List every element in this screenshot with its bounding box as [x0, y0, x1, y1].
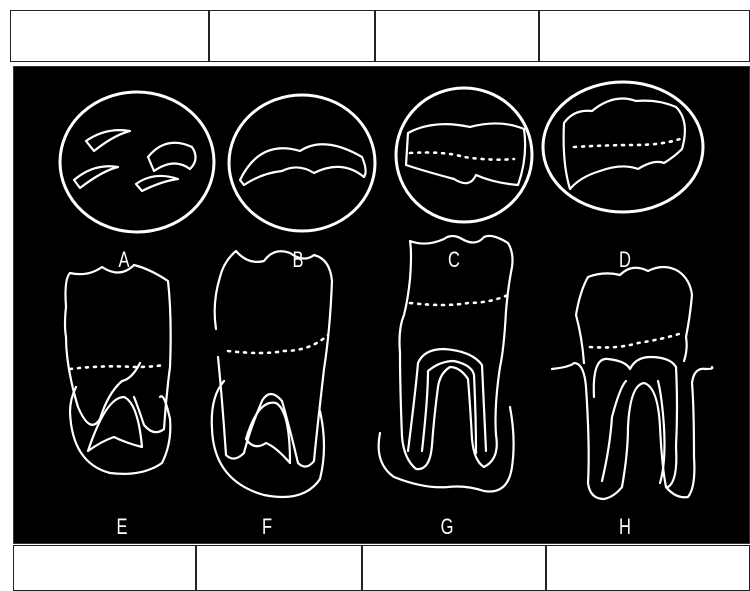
stage-label-f: F: [262, 514, 272, 540]
bottom-cell-1: [13, 545, 196, 591]
erupted-tooth-icon: [552, 267, 712, 499]
top-cell-3: [375, 10, 539, 62]
bottom-table-row: [13, 545, 750, 591]
tooth-development-figure: A B C D E F G H: [13, 66, 750, 544]
stage-label-b: B: [292, 247, 303, 273]
root-growth-icon: [212, 251, 332, 497]
stage-label-d: D: [619, 247, 631, 273]
top-cell-4: [539, 10, 750, 62]
stage-label-h: H: [619, 514, 631, 540]
bell-stage-icon: [229, 95, 375, 231]
crypt-stage-icon: [60, 92, 214, 232]
stage-label-e: E: [116, 514, 127, 540]
top-cell-2: [209, 10, 375, 62]
bottom-cell-2: [196, 545, 362, 591]
crown-enamel-stage-icon: [543, 82, 703, 212]
stage-label-a: A: [118, 247, 129, 273]
top-table-row: [10, 10, 750, 62]
root-start-icon: [65, 265, 171, 474]
bottom-cell-4: [546, 545, 750, 591]
top-cell-1: [10, 10, 209, 62]
bottom-cell-3: [362, 545, 546, 591]
stage-label-g: G: [441, 514, 454, 540]
stage-label-c: C: [448, 247, 460, 273]
root-elongation-icon: [379, 236, 514, 492]
crown-stage-icon: [396, 88, 532, 222]
